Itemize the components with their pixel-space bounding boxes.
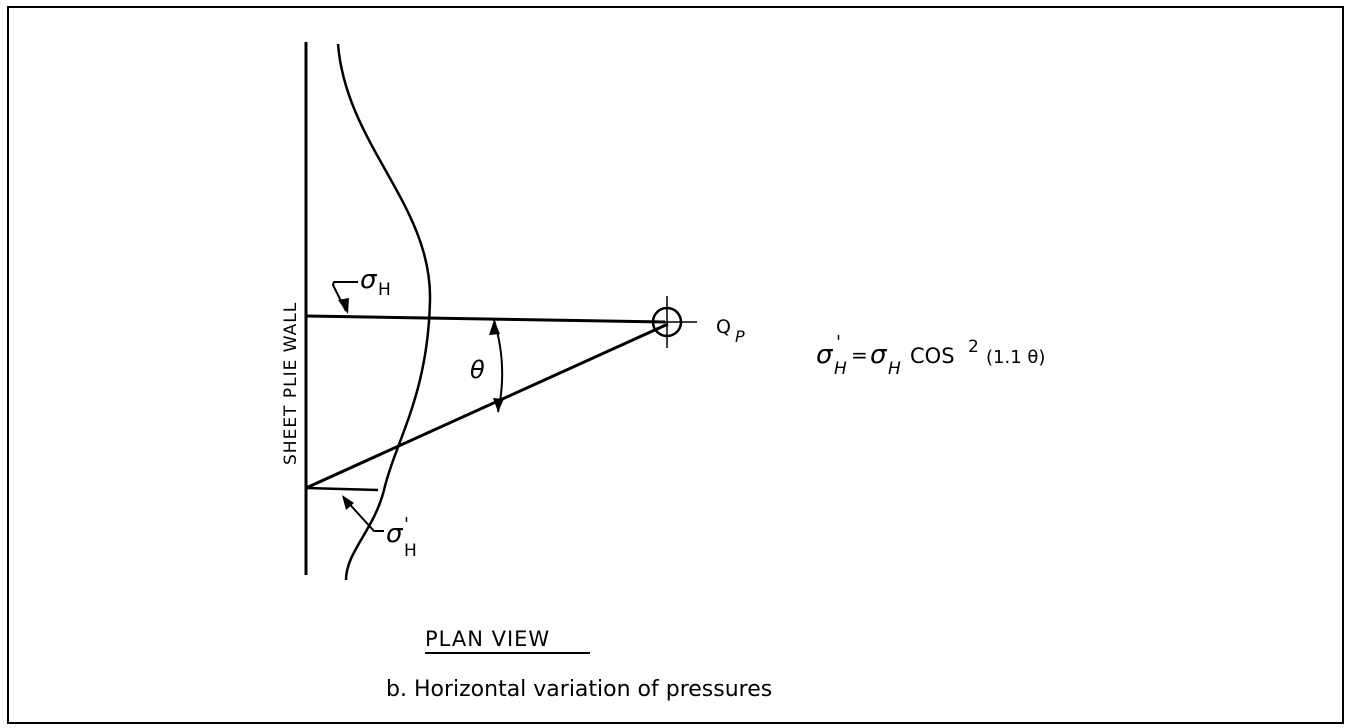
formula-function: COS [910, 344, 955, 368]
horizontal-radial-line [305, 314, 666, 324]
formula-rhs-subscript: H [888, 359, 901, 379]
sigma-h-arrowhead [338, 298, 349, 314]
sigma-h-label: σ H [360, 265, 391, 300]
figure-caption: b. Horizontal variation of pressures [386, 677, 772, 702]
sigma-h-symbol: σ [360, 265, 378, 295]
sigma-h-prime-line [305, 486, 379, 492]
theta-arrowhead-bottom [493, 398, 504, 412]
load-label-symbol: Q [716, 316, 731, 338]
formula-lhs-prime: ' [836, 332, 841, 353]
wall-label: SHEET PLIE WALL [281, 302, 301, 465]
point-load-symbol [645, 296, 697, 348]
sigma-h-prime-subscript: H [404, 541, 417, 561]
formula-lhs-symbol: σ [816, 340, 834, 370]
sigma-h-leader [331, 281, 358, 312]
formula-rhs-symbol: σ [870, 340, 888, 370]
sigma-h-subscript: H [378, 280, 391, 300]
sigma-h-prime-label: σ ' H [386, 514, 417, 561]
sigma-h-prime-mark: ' [404, 514, 409, 535]
formula-exponent: 2 [968, 337, 979, 357]
formula-argument: (1.1 θ) [986, 347, 1045, 368]
sigma-h-prime-symbol: σ [386, 519, 404, 549]
formula-equals: = [851, 343, 868, 367]
load-label: Q P [716, 316, 745, 346]
sigma-h-prime-leader [343, 497, 384, 532]
load-label-subscript: P [735, 327, 745, 346]
pressure-formula: σ ' H = σ H COS 2 (1.1 θ) [816, 332, 1045, 379]
inclined-radial-line [305, 322, 669, 490]
figure-frame [7, 6, 1344, 724]
formula-lhs-subscript: H [834, 359, 847, 379]
sigma-h-prime-arrowhead [342, 495, 354, 510]
theta-label: θ [470, 356, 485, 384]
theta-arrowhead-top [489, 320, 500, 335]
pressure-distribution-curve [336, 43, 432, 581]
view-title: PLAN VIEW [425, 627, 550, 651]
